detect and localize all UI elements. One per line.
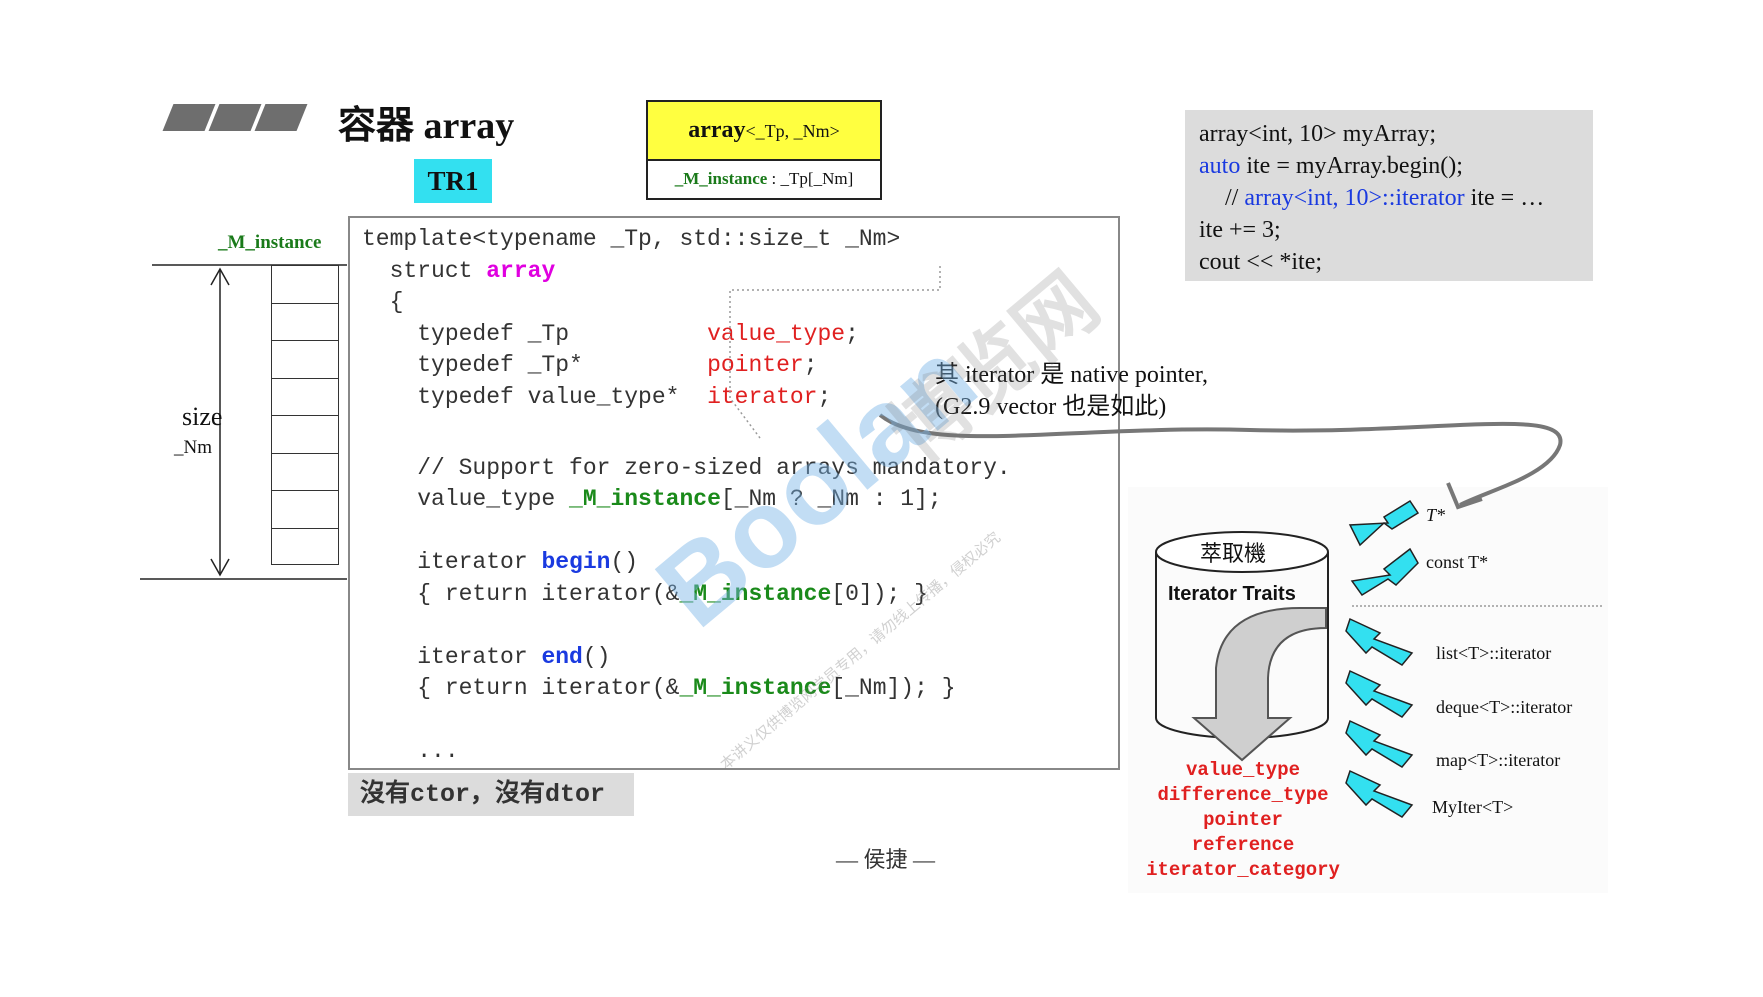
usage-line-2: auto ite = myArray.begin(); bbox=[1199, 153, 1463, 179]
cylinder-top-label: 萃取機 bbox=[1200, 541, 1267, 566]
title-decoration-bar bbox=[208, 104, 262, 131]
arrow-icon bbox=[1348, 499, 1420, 547]
code-block: template<typename _Tp, std::size_t _Nm> … bbox=[348, 216, 1120, 770]
code-line: struct array bbox=[362, 257, 556, 284]
input-label: deque<T>::iterator bbox=[1436, 697, 1573, 717]
array-cell bbox=[271, 452, 339, 490]
code-line: ... bbox=[362, 738, 459, 764]
output-item: reference bbox=[1191, 834, 1295, 856]
input-arrows bbox=[1345, 499, 1420, 818]
output-item: difference_type bbox=[1157, 784, 1329, 806]
arrow-icon bbox=[1345, 617, 1414, 666]
uml-class-header: array<_Tp, _Nm> bbox=[648, 102, 880, 161]
arrow-icon bbox=[1345, 719, 1414, 768]
array-cells bbox=[271, 265, 339, 565]
output-item: pointer bbox=[1203, 809, 1283, 831]
uml-class-box: array<_Tp, _Nm> _M_instance : _Tp[_Nm] bbox=[646, 100, 882, 200]
size-label: size bbox=[182, 402, 223, 431]
diagram-instance-label: _M_instance bbox=[218, 232, 322, 253]
uml-member: _M_instance : _Tp[_Nm] bbox=[648, 161, 880, 197]
array-cell bbox=[271, 527, 339, 565]
code-line: iterator begin() bbox=[362, 549, 639, 575]
iterator-traits-label: Iterator Traits bbox=[1168, 583, 1296, 605]
auto-keyword: auto bbox=[1199, 153, 1241, 179]
input-label: list<T>::iterator bbox=[1436, 643, 1552, 663]
slide-title: 容器 array bbox=[338, 105, 515, 147]
code-line: typedef _Tp* pointer; bbox=[362, 352, 818, 378]
usage-line-1: array<int, 10> myArray; bbox=[1199, 121, 1436, 147]
usage-line-3: // array<int, 10>::iterator ite = … bbox=[1225, 185, 1545, 211]
author-footer: — 侯捷 — bbox=[836, 847, 936, 872]
output-item: value_type bbox=[1185, 759, 1301, 781]
code-line: { return iterator(&_M_instance[_Nm]); } bbox=[362, 675, 956, 701]
callout-line-2: (G2.9 vector 也是如此) bbox=[935, 394, 1167, 420]
dotted-connector bbox=[729, 266, 941, 439]
array-cell bbox=[271, 490, 339, 528]
array-cell bbox=[271, 377, 339, 415]
divider-dotted bbox=[1352, 605, 1602, 607]
input-label: MyIter<T> bbox=[1432, 797, 1514, 817]
arrow-icon bbox=[1350, 547, 1419, 597]
uml-template-params: <_Tp, _Nm> bbox=[745, 121, 840, 141]
input-label: const T* bbox=[1426, 552, 1489, 572]
code-line: value_type _M_instance[_Nm ? _Nm : 1]; bbox=[362, 486, 942, 512]
code-line: { bbox=[362, 289, 404, 315]
arrow-icon bbox=[1345, 769, 1414, 818]
usage-line-5: cout << *ite; bbox=[1199, 249, 1323, 275]
uml-member-type: : _Tp[_Nm] bbox=[771, 169, 854, 188]
output-item: iterator_category bbox=[1146, 859, 1340, 881]
code-line: iterator end() bbox=[362, 643, 611, 670]
code-line: { return iterator(&_M_instance[0]); } bbox=[362, 580, 928, 607]
curved-arrow bbox=[878, 413, 1563, 510]
code-line: typedef _Tp value_type; bbox=[362, 320, 859, 347]
input-label: map<T>::iterator bbox=[1436, 750, 1561, 770]
array-cell bbox=[271, 415, 339, 453]
code-line: template<typename _Tp, std::size_t _Nm> bbox=[362, 226, 901, 252]
tr1-badge: TR1 bbox=[414, 159, 492, 203]
uml-class-name: array bbox=[688, 117, 746, 143]
callout-line-1: 其 iterator 是 native pointer, bbox=[935, 362, 1208, 388]
arrow-icon bbox=[1345, 669, 1414, 718]
code-line: // Support for zero-sized arrays mandato… bbox=[362, 454, 1011, 481]
title-decoration-bar bbox=[254, 104, 308, 131]
uml-member-name: _M_instance bbox=[674, 169, 768, 188]
traits-outputs: value_type difference_type pointer refer… bbox=[1128, 758, 1358, 883]
usage-example-box: array<int, 10> myArray; auto ite = myArr… bbox=[1185, 110, 1593, 281]
usage-line-4: ite += 3; bbox=[1199, 217, 1281, 243]
array-cell bbox=[271, 340, 339, 378]
iterator-traits-cylinder bbox=[1155, 531, 1329, 762]
array-cell bbox=[271, 265, 339, 303]
title-decoration-bar bbox=[162, 104, 216, 131]
array-cell bbox=[271, 302, 339, 340]
code-listing: template<typename _Tp, std::size_t _Nm> … bbox=[362, 224, 1011, 768]
code-line: typedef value_type* iterator; bbox=[362, 383, 832, 410]
down-arrow-icon bbox=[1191, 607, 1327, 762]
no-ctor-note: 沒有ctor，沒有dtor bbox=[348, 773, 634, 816]
nm-label: _Nm bbox=[174, 437, 212, 458]
input-label: T* bbox=[1426, 505, 1446, 525]
